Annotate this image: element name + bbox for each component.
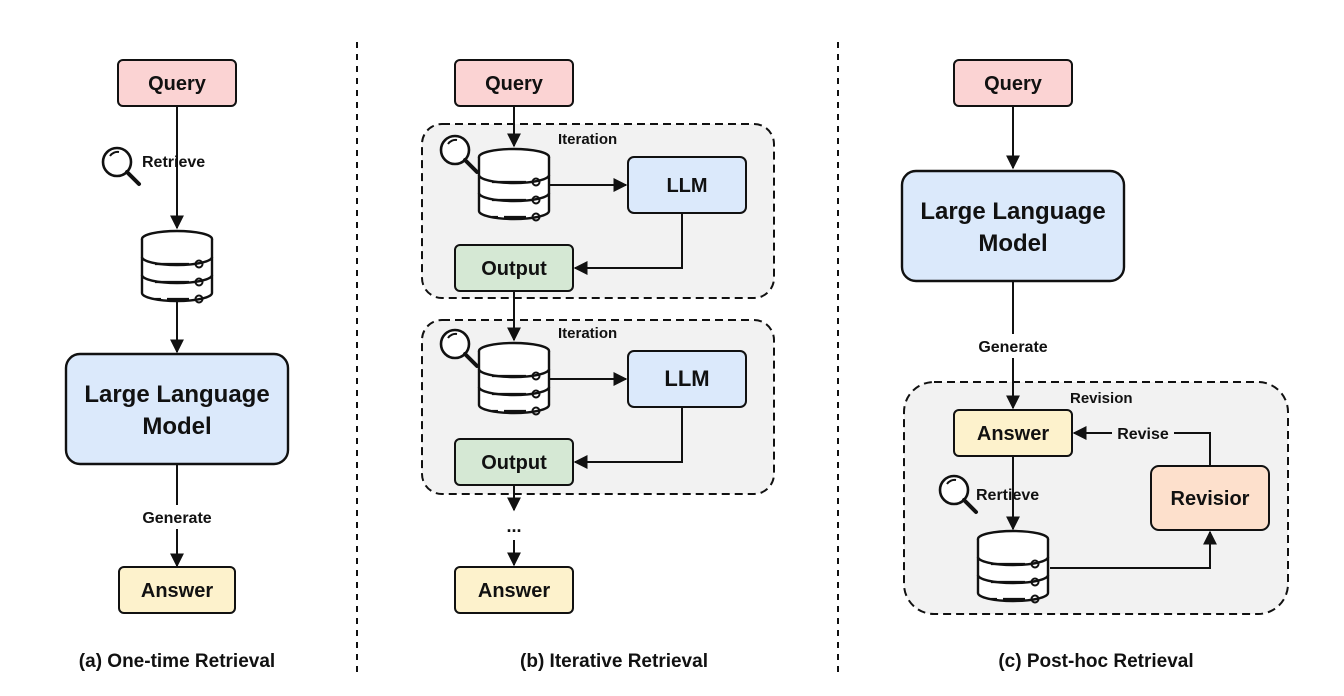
generate-label-bg [968,334,1058,358]
panel-post-hoc-retrieval: Query Large Language Model Revision Gene… [900,59,1289,672]
llm-label-line1: Large Language [84,381,269,408]
llm-to-output-arrow-1 [573,213,683,275]
llm-node [64,352,290,466]
query-label: Query [485,73,544,95]
llm-node-1 [627,156,747,214]
output-label-1: Output [481,258,547,280]
panel-iterative-retrieval: Query Iteration LLM Output Iteration LLM… [421,59,775,672]
output-label-2: Output [481,452,547,474]
caption-c: (c) Post-hoc Retrieval [998,651,1193,672]
answer-node [454,566,574,614]
revise-label-bg [1112,423,1174,443]
database-icon [477,147,551,222]
llm-label-line1: Large Language [920,198,1105,225]
database-icon [477,341,551,416]
llm-to-output-arrow-2 [573,407,683,469]
revisior-label: Revisior [1171,488,1250,510]
query-label: Query [984,73,1043,95]
generate-label-bg [130,505,224,529]
caption-a: (a) One-time Retrieval [79,651,275,672]
ellipsis: ... [506,516,521,536]
answer-node [118,566,236,614]
db-to-revisior-arrow [1050,530,1217,569]
revise-label: Revise [1117,426,1169,443]
llm-label-2: LLM [664,366,709,391]
answer-label: Answer [977,423,1049,445]
generate-label: Generate [978,339,1047,356]
caption-b: (b) Iterative Retrieval [520,651,708,672]
database-icon [140,229,214,304]
revision-label: Revision [1070,390,1133,407]
llm-node-2 [627,350,747,408]
llm-node [900,169,1126,283]
llm-label-line2: Model [142,413,211,440]
query-label: Query [148,73,207,95]
database-icon [976,529,1050,604]
retrieve-label: Retrieve [142,154,205,171]
answer-label: Answer [478,580,550,602]
answer-label: Answer [141,580,213,602]
iteration-label-2: Iteration [558,325,617,342]
llm-label-line2: Model [978,230,1047,257]
iteration-label-1: Iteration [558,131,617,148]
generate-label: Generate [142,510,211,527]
magnifier-icon [101,146,141,186]
panel-one-time-retrieval: Query Retrieve Large Language Model Gene… [64,59,290,672]
llm-label-1: LLM [666,175,707,197]
retrieve-label: Rertieve [976,487,1039,504]
